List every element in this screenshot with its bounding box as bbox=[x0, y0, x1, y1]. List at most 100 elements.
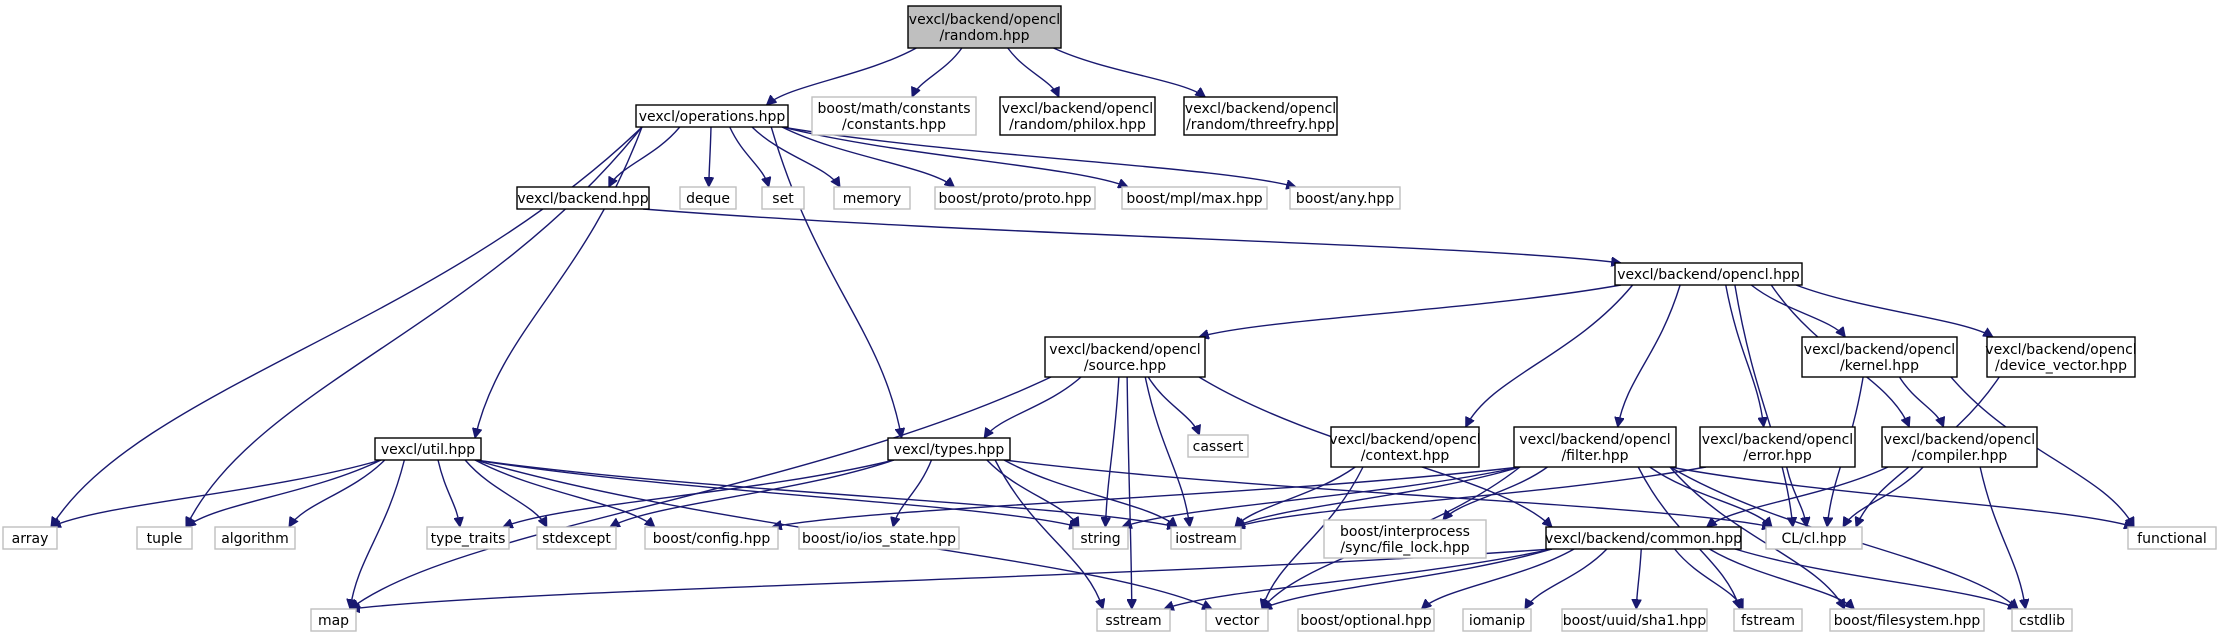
node-box bbox=[136, 526, 193, 550]
edge-operations-to-types bbox=[770, 126, 901, 438]
node-label: vexcl/backend.hpp bbox=[517, 191, 648, 207]
edge-filter-to-bconfig bbox=[772, 466, 1521, 527]
node-operations[interactable]: vexcl/operations.hpp bbox=[635, 104, 789, 128]
edge-path bbox=[350, 376, 1052, 609]
edge-path bbox=[893, 459, 933, 527]
edge-filter-to-cstdlib bbox=[1669, 466, 2018, 609]
node-box bbox=[833, 186, 911, 210]
edge-path bbox=[1707, 466, 1889, 527]
edge-operations-to-util bbox=[475, 126, 643, 438]
node-label: boost/filesystem.hpp bbox=[1834, 613, 1981, 629]
edge-path bbox=[1795, 284, 1993, 338]
node-box bbox=[426, 526, 510, 550]
edge-path bbox=[350, 548, 1553, 609]
node-box bbox=[1462, 608, 1532, 632]
edge-random-to-operations bbox=[767, 47, 917, 105]
edge-opencl-to-filter bbox=[1618, 284, 1681, 427]
edge-path bbox=[1235, 466, 1356, 527]
node-iomanip: iomanip bbox=[1462, 608, 1532, 632]
node-util[interactable]: vexcl/util.hpp bbox=[374, 437, 482, 461]
edge-compiler-to-clhpp bbox=[1842, 466, 1924, 527]
node-label: boost/io/ios_state.hpp bbox=[802, 531, 956, 547]
node-common[interactable]: vexcl/backend/common.hpp bbox=[1545, 526, 1742, 550]
edge-common-to-cstdlib bbox=[1734, 548, 2018, 610]
edge-opencl-to-devvec bbox=[1795, 284, 1993, 338]
edge-opencl-to-source bbox=[1199, 284, 1622, 337]
edge-path bbox=[1524, 548, 1608, 609]
node-map: map bbox=[310, 608, 357, 632]
node-box bbox=[934, 186, 1096, 210]
node-box bbox=[1187, 434, 1249, 458]
edge-path bbox=[1422, 548, 1575, 609]
node-label: boost/config.hpp bbox=[653, 531, 771, 547]
node-label: boost/optional.hpp bbox=[1300, 613, 1431, 629]
edge-path bbox=[503, 459, 895, 527]
edge-source-to-map bbox=[350, 376, 1052, 609]
edge-path bbox=[1105, 376, 1120, 527]
edge-random-to-threefry bbox=[1053, 47, 1206, 97]
node-philox[interactable]: vexcl/backend/opencl/random/philox.hpp bbox=[999, 96, 1156, 136]
node-filter[interactable]: vexcl/backend/opencl/filter.hpp bbox=[1513, 426, 1677, 468]
edge-path bbox=[51, 459, 382, 527]
node-any: boost/any.hpp bbox=[1289, 186, 1401, 210]
node-context[interactable]: vexcl/backend/opencl/context.hpp bbox=[1329, 426, 1481, 468]
node-label: deque bbox=[686, 191, 730, 207]
node-box bbox=[1699, 426, 1856, 468]
node-box bbox=[310, 608, 357, 632]
edge-common-to-iomanip bbox=[1524, 548, 1608, 609]
edge-types-to-stdexcept bbox=[610, 459, 895, 528]
node-iosstate: boost/io/ios_state.hpp bbox=[798, 526, 960, 550]
node-box bbox=[1323, 519, 1487, 559]
node-label: /random.hpp bbox=[939, 28, 1029, 44]
node-label: /error.hpp bbox=[1743, 448, 1812, 464]
edge-path bbox=[1199, 284, 1622, 337]
node-box bbox=[1765, 526, 1863, 550]
edge-path bbox=[1674, 548, 1744, 609]
node-label: iostream bbox=[1175, 531, 1237, 547]
edge-source-to-sstream bbox=[1126, 376, 1132, 609]
node-mplmax: boost/mpl/max.hpp bbox=[1121, 186, 1268, 210]
edge-util-to-iostream bbox=[474, 459, 1177, 527]
edge-path bbox=[912, 47, 963, 97]
node-cassert: cassert bbox=[1187, 434, 1249, 458]
dependency-edges bbox=[51, 47, 2134, 610]
edge-opencl-to-error bbox=[1725, 284, 1764, 427]
edge-operations-to-proto bbox=[781, 126, 954, 187]
node-devvec[interactable]: vexcl/backend/opencl/device_vector.hpp bbox=[1985, 336, 2137, 378]
node-compiler[interactable]: vexcl/backend/opencl/compiler.hpp bbox=[1881, 426, 2038, 468]
edge-path bbox=[1144, 376, 1190, 527]
node-box bbox=[374, 437, 482, 461]
node-cstdlib: cstdlib bbox=[2011, 608, 2073, 632]
node-opencl[interactable]: vexcl/backend/opencl.hpp bbox=[1614, 262, 1803, 286]
edge-util-to-map bbox=[350, 459, 406, 609]
node-label: vexcl/backend/common.hpp bbox=[1545, 531, 1742, 547]
edge-filter-to-clhpp bbox=[1649, 466, 1772, 527]
node-label: vexcl/backend/opencl bbox=[909, 12, 1060, 28]
node-sstream: sstream bbox=[1096, 608, 1171, 632]
node-box bbox=[1733, 608, 1803, 632]
edge-util-to-stdexcept bbox=[464, 459, 548, 527]
edge-common-to-optional bbox=[1422, 548, 1575, 609]
edge-opencl-to-clhpp bbox=[1734, 284, 1793, 527]
node-label: iomanip bbox=[1469, 613, 1525, 629]
node-error[interactable]: vexcl/backend/opencl/error.hpp bbox=[1699, 426, 1856, 468]
node-random[interactable]: vexcl/backend/opencl/random.hpp bbox=[907, 5, 1062, 49]
edge-path bbox=[1262, 548, 1553, 609]
node-source[interactable]: vexcl/backend/opencl/source.hpp bbox=[1044, 336, 1206, 378]
node-box bbox=[1096, 608, 1171, 632]
node-types[interactable]: vexcl/types.hpp bbox=[887, 437, 1011, 461]
edge-operations-to-set bbox=[729, 126, 769, 187]
edge-types-to-clhpp bbox=[1003, 459, 1772, 527]
edge-random-to-constants bbox=[912, 47, 963, 97]
node-label: vexcl/operations.hpp bbox=[639, 109, 786, 125]
node-label: /random/philox.hpp bbox=[1009, 117, 1146, 133]
node-kernel[interactable]: vexcl/backend/opencl/kernel.hpp bbox=[1801, 336, 1958, 378]
node-backend[interactable]: vexcl/backend.hpp bbox=[516, 186, 650, 210]
node-threefry[interactable]: vexcl/backend/opencl/random/threefry.hpp bbox=[1183, 96, 1338, 136]
node-box bbox=[811, 96, 977, 136]
node-box bbox=[1121, 186, 1268, 210]
edge-opencl-to-context bbox=[1465, 284, 1634, 427]
edge-path bbox=[1979, 466, 2025, 609]
node-box bbox=[679, 186, 737, 210]
